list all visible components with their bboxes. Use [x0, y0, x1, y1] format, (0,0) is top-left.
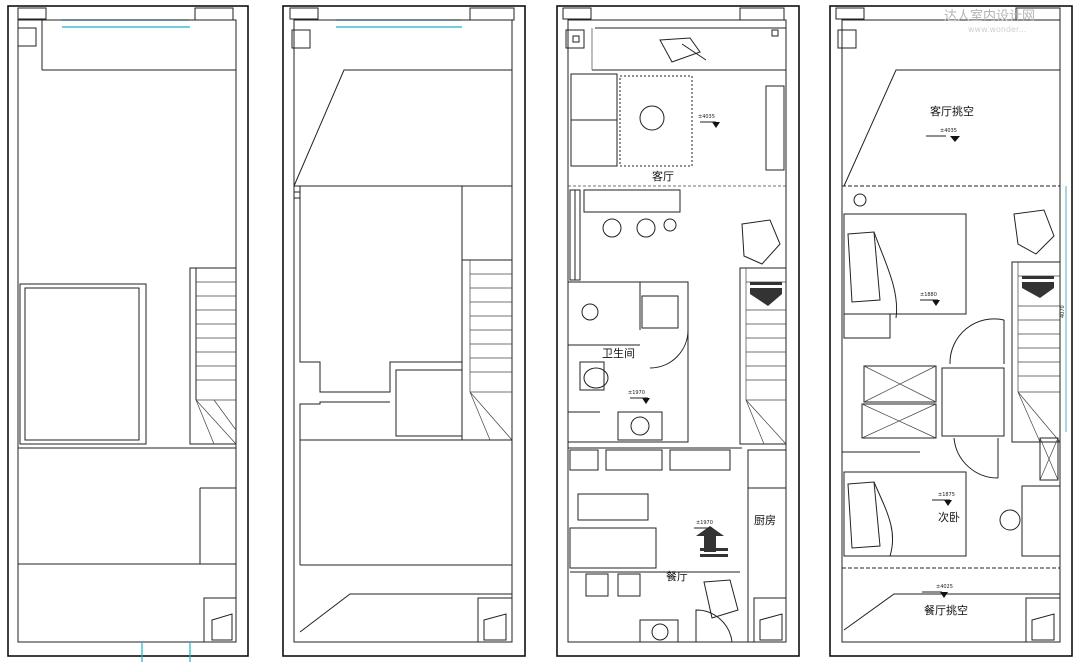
- elevation-void-top: ±4035: [940, 128, 957, 134]
- person-icon-3: [1013, 209, 1055, 255]
- label-kitchen: 厨房: [754, 514, 776, 527]
- elevation-void-bottom: ±4025: [936, 584, 953, 590]
- room-labels: 客厅 卫生间 厨房 餐厅 客厅挑空 次卧 餐厅挑空 ±4035 ±1970 ±1…: [602, 104, 1066, 617]
- label-living-void: 客厅挑空: [930, 104, 974, 118]
- watermark-url: www.wonder...: [968, 25, 1026, 34]
- panel-4-upper-floor: [829, 5, 1073, 657]
- elevation-second-bedroom: ±1875: [938, 492, 955, 498]
- panel-2-mezzanine-shell: [282, 5, 526, 657]
- person-icon-2: [703, 579, 739, 619]
- panel-1-empty-shell: [7, 5, 249, 662]
- stair-up-arrow-icon: [696, 526, 724, 552]
- panel-3-ground-floor: [556, 5, 800, 657]
- stair-down-arrow-icon: [750, 288, 782, 306]
- elevation-bath: ±1970: [628, 390, 645, 396]
- plant-icon: [659, 37, 707, 63]
- label-dining-room: 餐厅: [666, 569, 688, 583]
- stair-down-arrow-icon-2: [1022, 282, 1054, 298]
- elevation-dining: ±1970: [696, 520, 713, 526]
- elevation-living: ±4035: [698, 114, 715, 120]
- dimension-right-height: 4070: [1060, 305, 1066, 318]
- watermark: 达人室内设计网 www.wonder...: [944, 8, 1035, 34]
- elevation-bedroom: ±1880: [920, 292, 937, 298]
- label-living-room: 客厅: [652, 169, 674, 183]
- watermark-title: 达人室内设计网: [944, 8, 1035, 24]
- label-dining-void: 餐厅挑空: [924, 603, 968, 617]
- label-bathroom: 卫生间: [602, 346, 635, 360]
- person-icon: [741, 219, 781, 265]
- label-second-bedroom: 次卧: [938, 510, 960, 524]
